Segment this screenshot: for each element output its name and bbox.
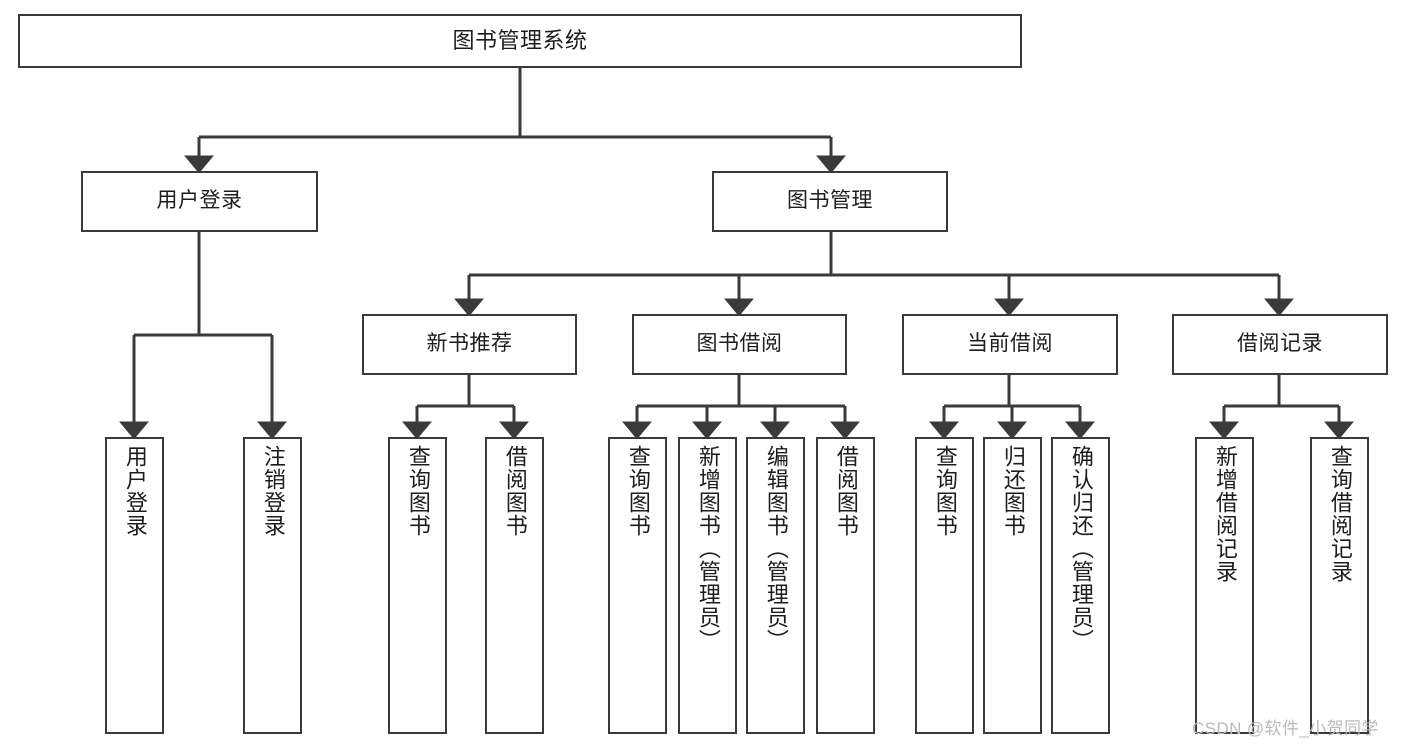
node-current-borrow-label: 当前借阅 (967, 332, 1053, 356)
node-borrow-record[interactable]: 借阅记录 (1172, 314, 1388, 375)
node-leaf-user-login-label: 用户登录 (122, 445, 148, 537)
node-current-borrow[interactable]: 当前借阅 (902, 314, 1118, 375)
node-leaf-add-book-admin-label: 新增图书（管理员） (695, 445, 721, 652)
node-leaf-add-book-admin[interactable]: 新增图书（管理员） (678, 437, 737, 734)
node-leaf-query-book-current-label: 查询图书 (932, 445, 958, 537)
node-leaf-query-borrow-record-label: 查询借阅记录 (1327, 445, 1353, 583)
node-borrow-record-label: 借阅记录 (1237, 332, 1323, 356)
node-new-book-recommend[interactable]: 新书推荐 (362, 314, 577, 375)
node-user-login[interactable]: 用户登录 (81, 171, 318, 232)
node-leaf-user-logout[interactable]: 注销登录 (243, 437, 302, 734)
node-leaf-query-book-current[interactable]: 查询图书 (915, 437, 974, 734)
node-leaf-edit-book-admin-label: 编辑图书（管理员） (763, 445, 789, 652)
node-leaf-return-book-label: 归还图书 (1000, 445, 1026, 537)
node-leaf-query-book-recommend-label: 查询图书 (405, 445, 431, 537)
node-new-book-recommend-label: 新书推荐 (426, 332, 513, 356)
node-root[interactable]: 图书管理系统 (18, 14, 1022, 68)
node-book-borrow[interactable]: 图书借阅 (632, 314, 847, 375)
node-leaf-query-borrow-record[interactable]: 查询借阅记录 (1310, 437, 1369, 734)
node-book-management-label: 图书管理 (787, 189, 873, 213)
node-leaf-user-login[interactable]: 用户登录 (105, 437, 164, 734)
node-user-login-label: 用户登录 (156, 189, 243, 213)
node-leaf-confirm-return-admin-label: 确认归还（管理员） (1068, 445, 1094, 652)
node-leaf-add-borrow-record-label: 新增借阅记录 (1212, 445, 1238, 583)
node-leaf-return-book[interactable]: 归还图书 (983, 437, 1042, 734)
csdn-watermark: CSDN @软件_小贺同学 (1192, 719, 1379, 738)
node-leaf-query-book-borrow-label: 查询图书 (625, 445, 651, 537)
node-leaf-user-logout-label: 注销登录 (260, 445, 286, 537)
node-book-borrow-label: 图书借阅 (696, 332, 783, 356)
node-leaf-query-book-recommend[interactable]: 查询图书 (388, 437, 447, 734)
node-leaf-confirm-return-admin[interactable]: 确认归还（管理员） (1051, 437, 1110, 734)
node-leaf-query-book-borrow[interactable]: 查询图书 (608, 437, 667, 734)
node-leaf-borrow-book-recommend[interactable]: 借阅图书 (485, 437, 544, 734)
node-leaf-edit-book-admin[interactable]: 编辑图书（管理员） (746, 437, 805, 734)
node-root-label: 图书管理系统 (452, 28, 588, 54)
node-leaf-borrow-book[interactable]: 借阅图书 (816, 437, 875, 734)
node-book-management[interactable]: 图书管理 (712, 171, 948, 232)
node-leaf-borrow-book-recommend-label: 借阅图书 (502, 445, 528, 537)
node-leaf-borrow-book-label: 借阅图书 (833, 445, 859, 537)
node-leaf-add-borrow-record[interactable]: 新增借阅记录 (1195, 437, 1254, 734)
